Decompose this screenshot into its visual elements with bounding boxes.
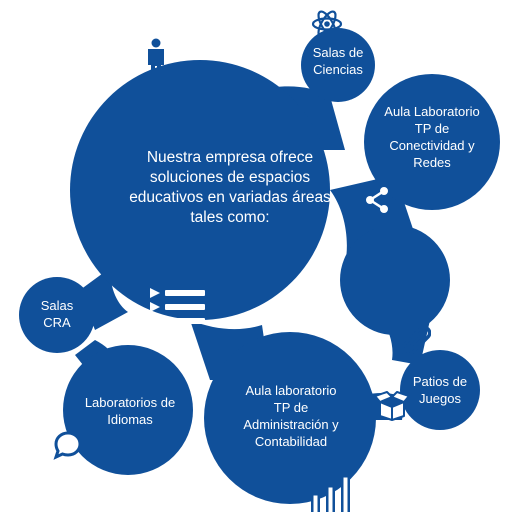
chat-bubble-icon <box>53 431 82 460</box>
chain-link-icon <box>401 326 431 356</box>
person-icon <box>148 38 164 79</box>
bar-chart-icon <box>311 475 350 512</box>
share-icon <box>366 187 388 213</box>
center-statement: Nuestra empresa ofrece soluciones de esp… <box>129 149 331 227</box>
bubble-main <box>70 60 330 320</box>
bubble-administracion <box>204 332 376 504</box>
label-aula-conectividad: Aula Laboratorio TP de Conectividad y Re… <box>384 104 480 171</box>
bubble-group <box>19 28 500 504</box>
label-aula-administracion: Aula laboratorio TP de Administración y … <box>243 383 339 450</box>
bubble-conectividad <box>364 74 500 210</box>
atom-icon <box>311 10 343 38</box>
bubble-cra <box>19 277 95 353</box>
label-salas-cra: Salas CRA <box>40 298 74 331</box>
label-patios-juegos: Patios de Juegos <box>412 374 468 407</box>
label-laboratorios-idiomas: Laboratorios de Idiomas <box>84 395 176 428</box>
open-box-icon <box>374 391 410 421</box>
label-salas-ciencias: Salas de Ciencias <box>312 45 364 78</box>
bubble-ciencias <box>301 28 375 102</box>
list-icon <box>150 288 205 326</box>
bubble-middle-right <box>340 225 450 335</box>
bubble-idiomas <box>63 345 193 475</box>
bubble-juegos <box>400 350 480 430</box>
